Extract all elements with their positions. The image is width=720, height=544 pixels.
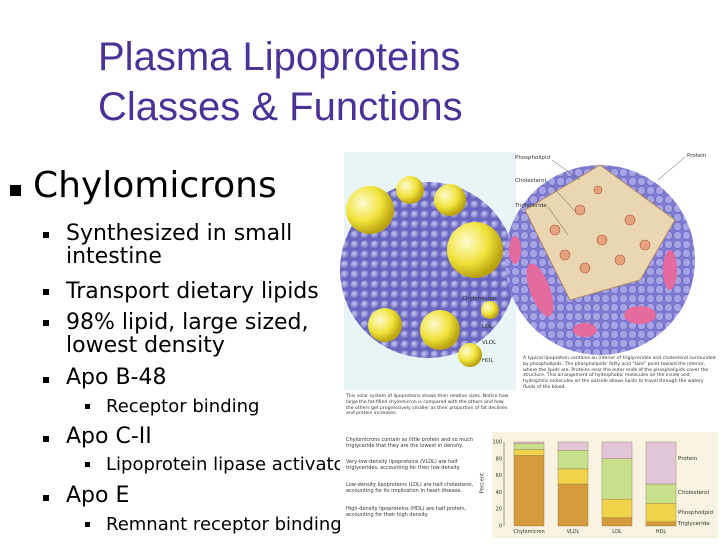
sub-bullet-receptor-binding: Receptor binding [106,396,260,417]
category-label: VLDL [567,529,580,535]
heading-bullet [10,185,21,196]
bar-segment-protein [513,441,545,444]
label-phospholipid: Phospholipid [515,155,550,161]
bullet-lipid-density: 98% lipid, large sized, lowest density [66,310,309,358]
slide-title: Plasma Lipoproteins Classes & Functions [98,32,518,132]
bar-segment-protein [601,441,633,459]
chart-caption-vldl: Very-low-density lipoproteins (VLDL) are… [346,459,461,471]
lipoprotein-core [524,164,676,301]
chart-caption-hdl: High-density lipoproteins (HDL) are half… [346,506,467,518]
bar-segment-cholesterol [513,443,545,450]
bar-segment-cholesterol [601,458,633,500]
bullet-marker [43,377,49,383]
chart-caption-ldl: Low-density lipoproteins (LDL) are half … [346,482,474,494]
bar-segment-protein [645,441,677,485]
bar-segment-phospholipid [645,503,677,523]
bullet-marker [43,436,49,442]
legend-triglyceride: Triglyceride [678,521,710,527]
title-line-1: Plasma Lipoproteins [98,35,461,79]
chart-caption-chylomicron: Chylomicrons contain so little protein a… [346,437,474,449]
bar-segment-triglyceride [557,483,589,527]
y-tick-label: 40 [496,490,502,496]
caption-lipoprotein-structure: A typical lipoprotein contains an interi… [523,356,716,390]
label-ldl: LDL [482,324,493,330]
sub-bullet-marker [85,522,90,527]
bullet-marker [43,495,49,501]
y-tick-label: 20 [496,507,502,513]
bar-segment-phospholipid [601,498,633,518]
bullet-apo-b48: Apo B-48 [66,365,167,390]
particle-icon [447,222,503,278]
bar-segment-phospholipid [557,468,589,485]
bullet-apo-c2: Apo C-II [66,424,152,449]
sub-bullet-remnant-receptor: Remnant receptor binding [106,514,342,535]
particle-icon [458,343,482,367]
bullet-marker [43,289,49,295]
particle-icon [420,310,460,350]
bar-segment-triglyceride [601,517,633,527]
legend-protein: Protein [678,456,698,462]
particle-icon [396,176,424,204]
bullet-synthesized: Synthesized in small intestine [66,221,293,269]
sub-bullet-lpl-activator: Lipoprotein lipase activator [106,454,352,475]
bar-segment-triglyceride [513,455,545,527]
chart-ylabel: Percent [479,472,486,494]
y-tick-label: 100 [492,440,502,446]
bar-segment-triglyceride [645,521,677,527]
particle-icon [481,301,499,319]
sub-bullet-marker [85,462,90,467]
y-tick-label: 0 [499,524,502,530]
bar-segment-phospholipid [513,449,545,456]
caption-size-comparison: This solar system of lipoproteins shows … [346,394,509,417]
label-triglyceride: Triglyceride [515,203,547,209]
label-protein: Protein [687,153,707,159]
y-tick-label: 60 [496,473,502,479]
title-line-2: Classes & Functions [98,85,463,129]
legend-cholesterol: Cholesterol [678,490,710,496]
bullet-marker [43,232,49,238]
category-label: LDL [612,529,622,535]
legend-phospholipid: Phospholipid [678,510,713,516]
particle-icon [346,186,394,234]
label-vldl: VLDL [482,340,497,346]
sub-bullet-marker [85,404,90,409]
bullet-marker [43,320,49,326]
category-label: Chylomicron [513,529,544,535]
bullet-apo-e: Apo E [66,483,130,508]
particle-icon [434,184,466,216]
label-cholesterol: Cholesterol [515,178,547,184]
particle-icon [368,308,402,342]
bar-segment-cholesterol [645,483,677,504]
bar-segment-protein [557,441,589,451]
category-label: HDL [656,529,667,535]
bar-segment-cholesterol [557,450,589,470]
y-tick-label: 80 [496,456,502,462]
heading-chylomicrons: Chylomicrons [33,165,277,206]
label-hdl: HDL [482,358,494,364]
bullet-transport: Transport dietary lipids [66,279,319,304]
label-chylomicron: Chylomicron [462,296,497,302]
